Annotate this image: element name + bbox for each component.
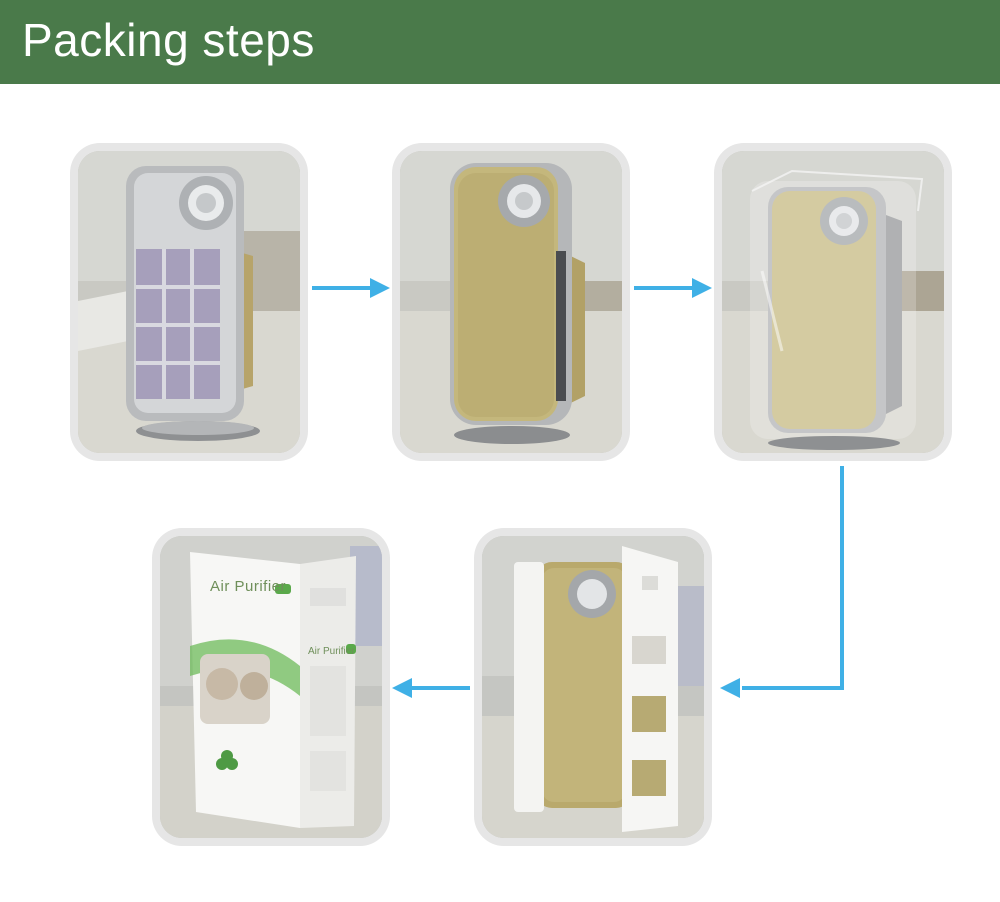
- step-4-photo-frame: [474, 528, 712, 846]
- step-2-photo: [400, 151, 622, 453]
- arrow-head-1: [370, 278, 390, 298]
- arrow-head-3: [720, 678, 740, 698]
- arrow-3-to-4: [742, 466, 844, 690]
- arrow-head-4: [392, 678, 412, 698]
- step-3-photo: [722, 151, 944, 453]
- purifier-foam-illustration: [482, 536, 704, 838]
- step-4-photo: [482, 536, 704, 838]
- arrow-head-2: [692, 278, 712, 298]
- purifier-filter-illustration: [78, 151, 300, 453]
- step-3-photo-frame: [714, 143, 952, 461]
- box-brand-text-side: Air Purifier: [308, 646, 355, 657]
- retail-box-illustration: [160, 536, 382, 838]
- page-title: Packing steps: [22, 14, 315, 66]
- purifier-front-illustration: [400, 151, 622, 453]
- step-1-photo: [78, 151, 300, 453]
- box-brand-text-front: Air Purifier: [210, 578, 287, 595]
- purifier-bagged-illustration: [722, 151, 944, 453]
- step-5-photo-frame: Air Purifier Air Purifier: [152, 528, 390, 846]
- header-bar: Packing steps: [0, 0, 1000, 84]
- step-5-photo: Air Purifier Air Purifier: [160, 536, 382, 838]
- step-1-photo-frame: [70, 143, 308, 461]
- step-2-photo-frame: [392, 143, 630, 461]
